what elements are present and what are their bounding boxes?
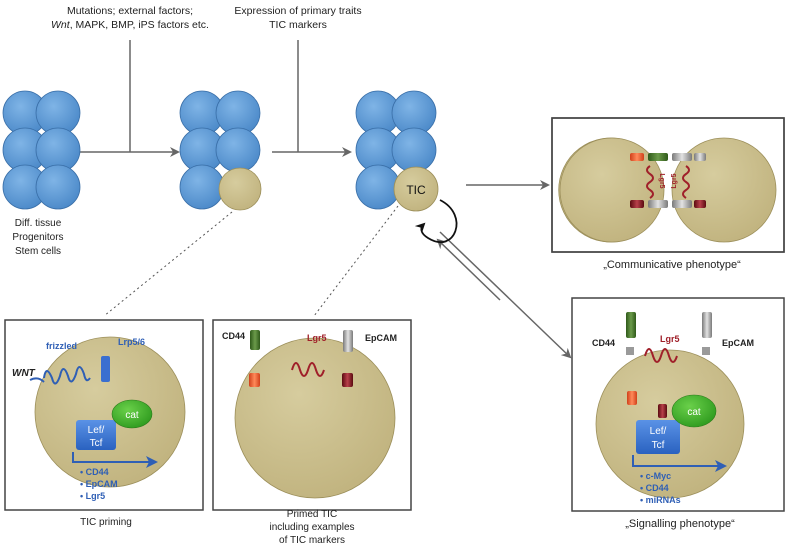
top-label-1-rest: , MAPK, BMP, iPS factors etc. — [70, 19, 209, 31]
signalling-lgr5-coil — [644, 348, 678, 363]
stage1-label-line3: Stem cells — [15, 246, 61, 257]
top-label-1-line1: Mutations; external factors; — [67, 5, 193, 17]
primed-caption-line2: including examples — [269, 522, 354, 533]
priming-frizzled-label: frizzled — [46, 341, 77, 351]
tic-label: TIC — [406, 183, 426, 197]
signalling-lgr5-label: Lgr5 — [660, 334, 680, 344]
stage2-cell-cluster — [179, 90, 261, 210]
primed-cd44-label: CD44 — [222, 331, 245, 341]
primed-caption-line1: Primed TIC — [287, 509, 337, 520]
stage1-cell-cluster — [2, 90, 81, 210]
signalling-darkred-fragment — [658, 404, 667, 418]
signalling-cd44-receptor — [626, 312, 636, 338]
stage1-label-line1: Diff. tissue — [15, 218, 62, 229]
priming-frizzled-coil — [43, 366, 91, 385]
priming-lef-line2: Tcf — [90, 438, 103, 449]
priming-cell — [34, 336, 186, 488]
primed-darkred-receptor — [342, 373, 353, 387]
signalling-cat-ellipse — [671, 394, 717, 428]
top-label-1-line2: Wnt, MAPK, BMP, iPS factors etc. — [51, 19, 209, 31]
signalling-epcam-stub — [702, 347, 710, 355]
primed-lgr5-coil — [291, 362, 325, 377]
primed-cell — [234, 337, 396, 499]
tic-cell — [393, 166, 439, 212]
signalling-caption: „Signalling phenotype“ — [625, 518, 735, 530]
stage2-primed-cell — [218, 167, 262, 211]
signalling-lef-box — [636, 420, 680, 454]
top-label-2-line2: TIC markers — [269, 19, 327, 31]
priming-lrp-label: Lrp5/6 — [118, 337, 145, 347]
priming-transcription-arrow — [72, 452, 158, 468]
priming-target-1: • EpCAM — [80, 479, 118, 489]
signalling-lef-line1: Lef/ — [650, 426, 667, 437]
priming-lef-line1: Lef/ — [88, 425, 105, 436]
signalling-cd44-stub — [626, 347, 634, 355]
priming-cat-label: cat — [125, 410, 139, 421]
comm-lgr5-right-label: Lgr5 — [671, 173, 678, 188]
comm-bottom-receptors — [630, 200, 706, 208]
signalling-epcam-receptor — [702, 312, 712, 338]
comm-top-receptors — [630, 153, 706, 161]
primed-orange-receptor — [249, 373, 260, 387]
comm-left-body — [559, 137, 665, 243]
priming-wnt-label: WNT — [12, 368, 36, 379]
wnt-italic: Wnt — [51, 19, 71, 31]
signalling-cd44-label: CD44 — [592, 338, 615, 348]
dotted-connector-primed — [313, 205, 399, 317]
signalling-transcription-arrow — [632, 455, 727, 472]
comm-lgr5-left-label: Lgr5 — [658, 173, 665, 188]
dotted-connector-priming — [103, 211, 233, 317]
stage1-label-line2: Progenitors — [12, 232, 63, 243]
self-renewal-arrow — [414, 199, 458, 244]
comm-lgr5-right-coil — [682, 165, 690, 199]
priming-target-0: • CD44 — [80, 467, 109, 477]
priming-wnt-ligand — [29, 377, 45, 383]
primed-epcam-receptor — [343, 330, 353, 352]
signalling-target-2: • miRNAs — [640, 495, 681, 505]
comm-right-body — [671, 137, 777, 243]
arrow-from-signalling-back — [436, 238, 501, 301]
signalling-target-0: • c-Myc — [640, 471, 671, 481]
signalling-lef-line2: Tcf — [652, 440, 665, 451]
top-label-2-line1: Expression of primary traits — [234, 5, 361, 17]
primed-cd44-receptor — [250, 330, 260, 350]
priming-target-2: • Lgr5 — [80, 491, 105, 501]
arrow-to-signalling — [439, 231, 572, 359]
priming-lef-box — [76, 420, 116, 450]
priming-cat-ellipse — [111, 399, 153, 429]
signalling-target-1: • CD44 — [640, 483, 669, 493]
comm-lgr5-left-coil — [646, 165, 654, 199]
stage3-cell-cluster — [355, 90, 437, 210]
priming-caption: TIC priming — [80, 517, 132, 528]
signalling-cat-label: cat — [687, 407, 701, 418]
primed-caption-line3: of TIC markers — [279, 535, 345, 546]
primed-epcam-label: EpCAM — [365, 333, 397, 343]
signalling-orange-fragment — [627, 391, 637, 405]
priming-lrp-receptor — [101, 356, 110, 382]
primed-lgr5-label: Lgr5 — [307, 333, 327, 343]
signalling-epcam-label: EpCAM — [722, 338, 754, 348]
communicative-caption: „Communicative phenotype“ — [603, 259, 741, 271]
